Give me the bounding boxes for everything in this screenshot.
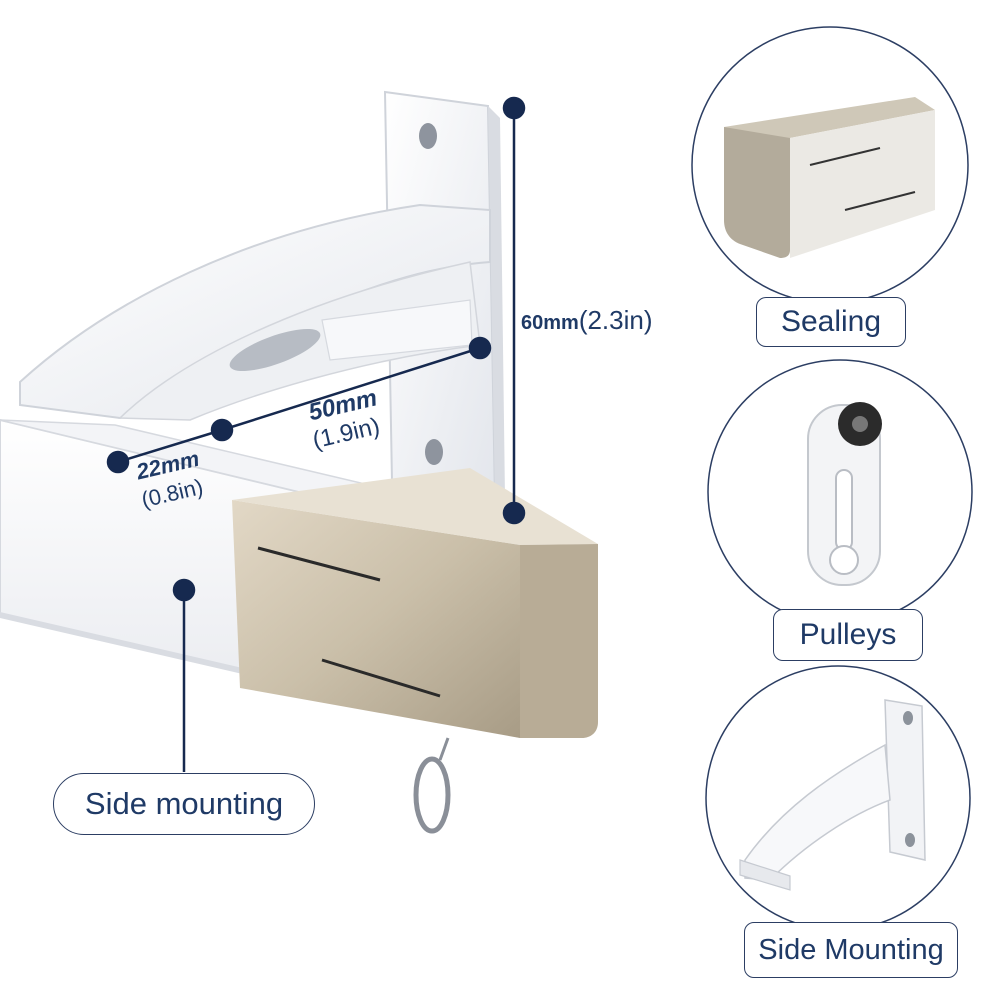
- side-mounting-main-label: Side mounting: [53, 773, 315, 835]
- main-bracket: [19, 90, 505, 502]
- pulleys-detail-circle: [707, 359, 973, 625]
- side-mounting-detail-circle: [705, 665, 971, 931]
- height-dimension-label: 60mm(2.3in): [521, 305, 653, 336]
- pulleys-label: Pulleys: [773, 609, 923, 661]
- dimension-lines: [106, 96, 526, 772]
- sealing-label: Sealing: [756, 297, 906, 347]
- hook-ring: [413, 737, 451, 834]
- sealing-detail-circle: [691, 26, 969, 304]
- height-imperial: (2.3in): [578, 305, 653, 335]
- end-cap: [232, 468, 598, 738]
- side-mounting-detail-label: Side Mounting: [744, 922, 958, 978]
- height-metric: 60mm: [521, 312, 579, 334]
